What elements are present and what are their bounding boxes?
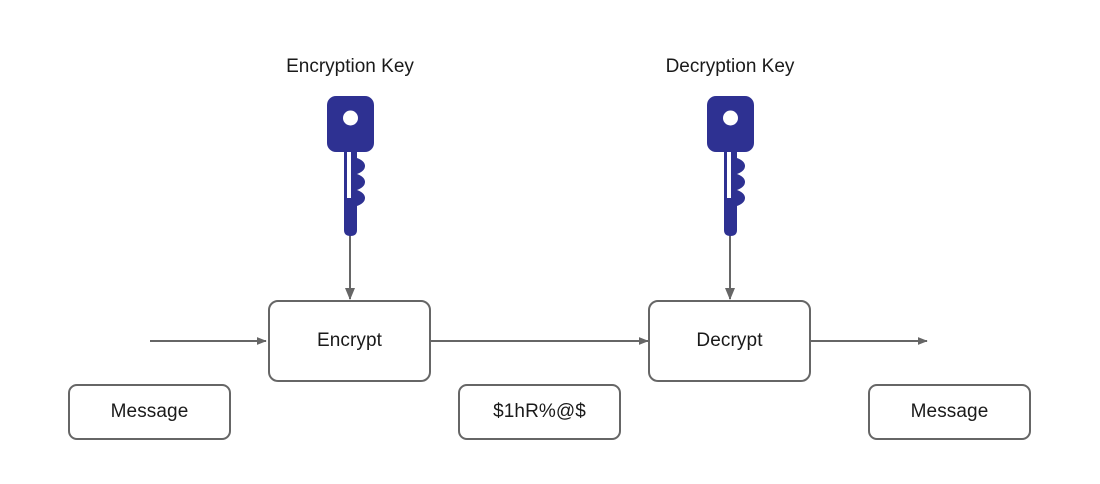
encryption-key-label: Encryption Key (286, 56, 414, 77)
encryption-key-icon (327, 96, 374, 236)
decrypt-box[interactable]: Decrypt (648, 300, 811, 382)
plaintext-output-box[interactable]: Message (868, 384, 1031, 440)
decryption-key-icon (707, 96, 754, 236)
ciphertext-box[interactable]: $1hR%@$ (458, 384, 621, 440)
encrypt-box[interactable]: Encrypt (268, 300, 431, 382)
plaintext-input-box[interactable]: Message (68, 384, 231, 440)
decryption-key-label: Decryption Key (665, 56, 795, 77)
